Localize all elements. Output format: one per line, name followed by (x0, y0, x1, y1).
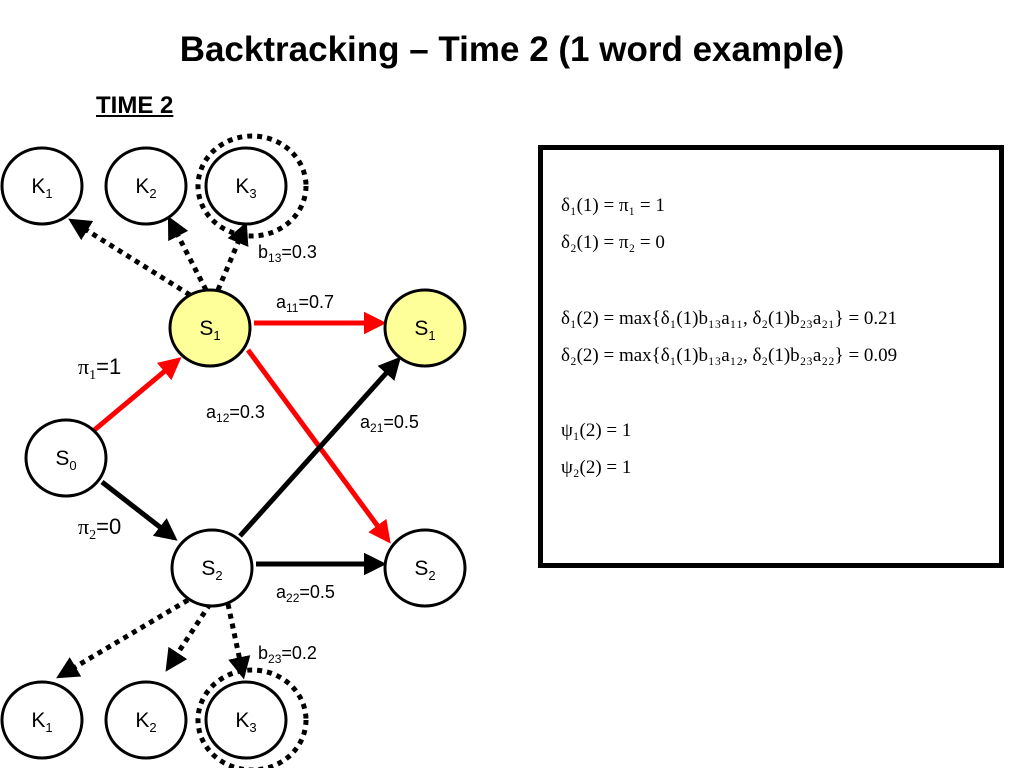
equation-psi2-2: ψ₂(2) = 1 (561, 457, 632, 478)
label-a12: a12=0.3 (206, 402, 265, 425)
svg-text:S2: S2 (201, 557, 222, 583)
svg-text:K1: K1 (31, 175, 52, 201)
label-pi1: π1=1 (78, 354, 121, 383)
label-b13: b13=0.3 (258, 242, 317, 265)
edge-s0-s1 (90, 357, 182, 434)
node-k2-top: K2 (104, 146, 188, 226)
svg-text:S0: S0 (55, 447, 76, 473)
equation-delta2-1: δ₂(1) = π₂ = 0 (561, 232, 665, 253)
edge-s2-s1 (238, 356, 402, 538)
slide-title: Backtracking – Time 2 (1 word example) (179, 30, 845, 69)
node-s2-time1: S2 (170, 528, 254, 608)
emission-edge-s2-k3 (225, 603, 251, 680)
emission-edge-s2-k2 (165, 602, 213, 672)
node-k1-bottom: K1 (0, 680, 84, 760)
equation-delta2-2: δ₂(2) = max{δ₁(1)b₁₃a₁₂, δ₂(1)b₂₃a₂₂} = … (561, 345, 898, 366)
edge-s0-s2 (100, 480, 178, 541)
svg-text:S2: S2 (414, 557, 435, 583)
time-label: TIME 2 (96, 92, 174, 119)
node-s1-time1: S1 (168, 288, 252, 368)
emission-edge-s1-k1 (68, 218, 192, 298)
emission-edge-s2-k1 (56, 597, 190, 679)
edge-s1-s2 (245, 348, 391, 544)
svg-text:S1: S1 (199, 317, 220, 343)
svg-text:K3: K3 (235, 175, 256, 201)
equation-psi1-2: ψ₁(2) = 1 (561, 420, 632, 441)
svg-text:K1: K1 (31, 709, 52, 735)
svg-text:K2: K2 (135, 175, 156, 201)
node-k1-top: K1 (0, 146, 84, 226)
node-s0: S0 (24, 418, 108, 498)
equation-box: δ₁(1) = π₁ = 1 δ₂(1) = π₂ = 0 δ₁(2) = ma… (538, 145, 1004, 568)
k3-top-highlight-ring (195, 133, 309, 239)
node-k3-bottom: K3 (204, 680, 288, 760)
label-a21: a21=0.5 (360, 412, 419, 435)
k3-bottom-highlight-ring (195, 667, 309, 768)
emission-edge-s1-k2 (167, 215, 209, 292)
equation-delta1-1: δ₁(1) = π₁ = 1 (561, 195, 665, 216)
node-s1-time2: S1 (383, 288, 467, 368)
svg-text:K3: K3 (235, 709, 256, 735)
svg-text:K2: K2 (135, 709, 156, 735)
label-a22: a22=0.5 (276, 582, 335, 605)
label-a11: a11=0.7 (276, 292, 334, 315)
svg-text:S1: S1 (414, 317, 435, 343)
node-k3-top: K3 (204, 146, 288, 226)
label-b23: b23=0.2 (258, 643, 317, 666)
equation-delta1-2: δ₁(2) = max{δ₁(1)b₁₃a₁₁, δ₂(1)b₂₃a₂₁} = … (561, 308, 898, 329)
emission-edge-s1-k3 (215, 221, 249, 291)
node-s2-time2: S2 (383, 528, 467, 608)
node-k2-bottom: K2 (104, 680, 188, 760)
label-pi2: π2=0 (78, 514, 121, 543)
